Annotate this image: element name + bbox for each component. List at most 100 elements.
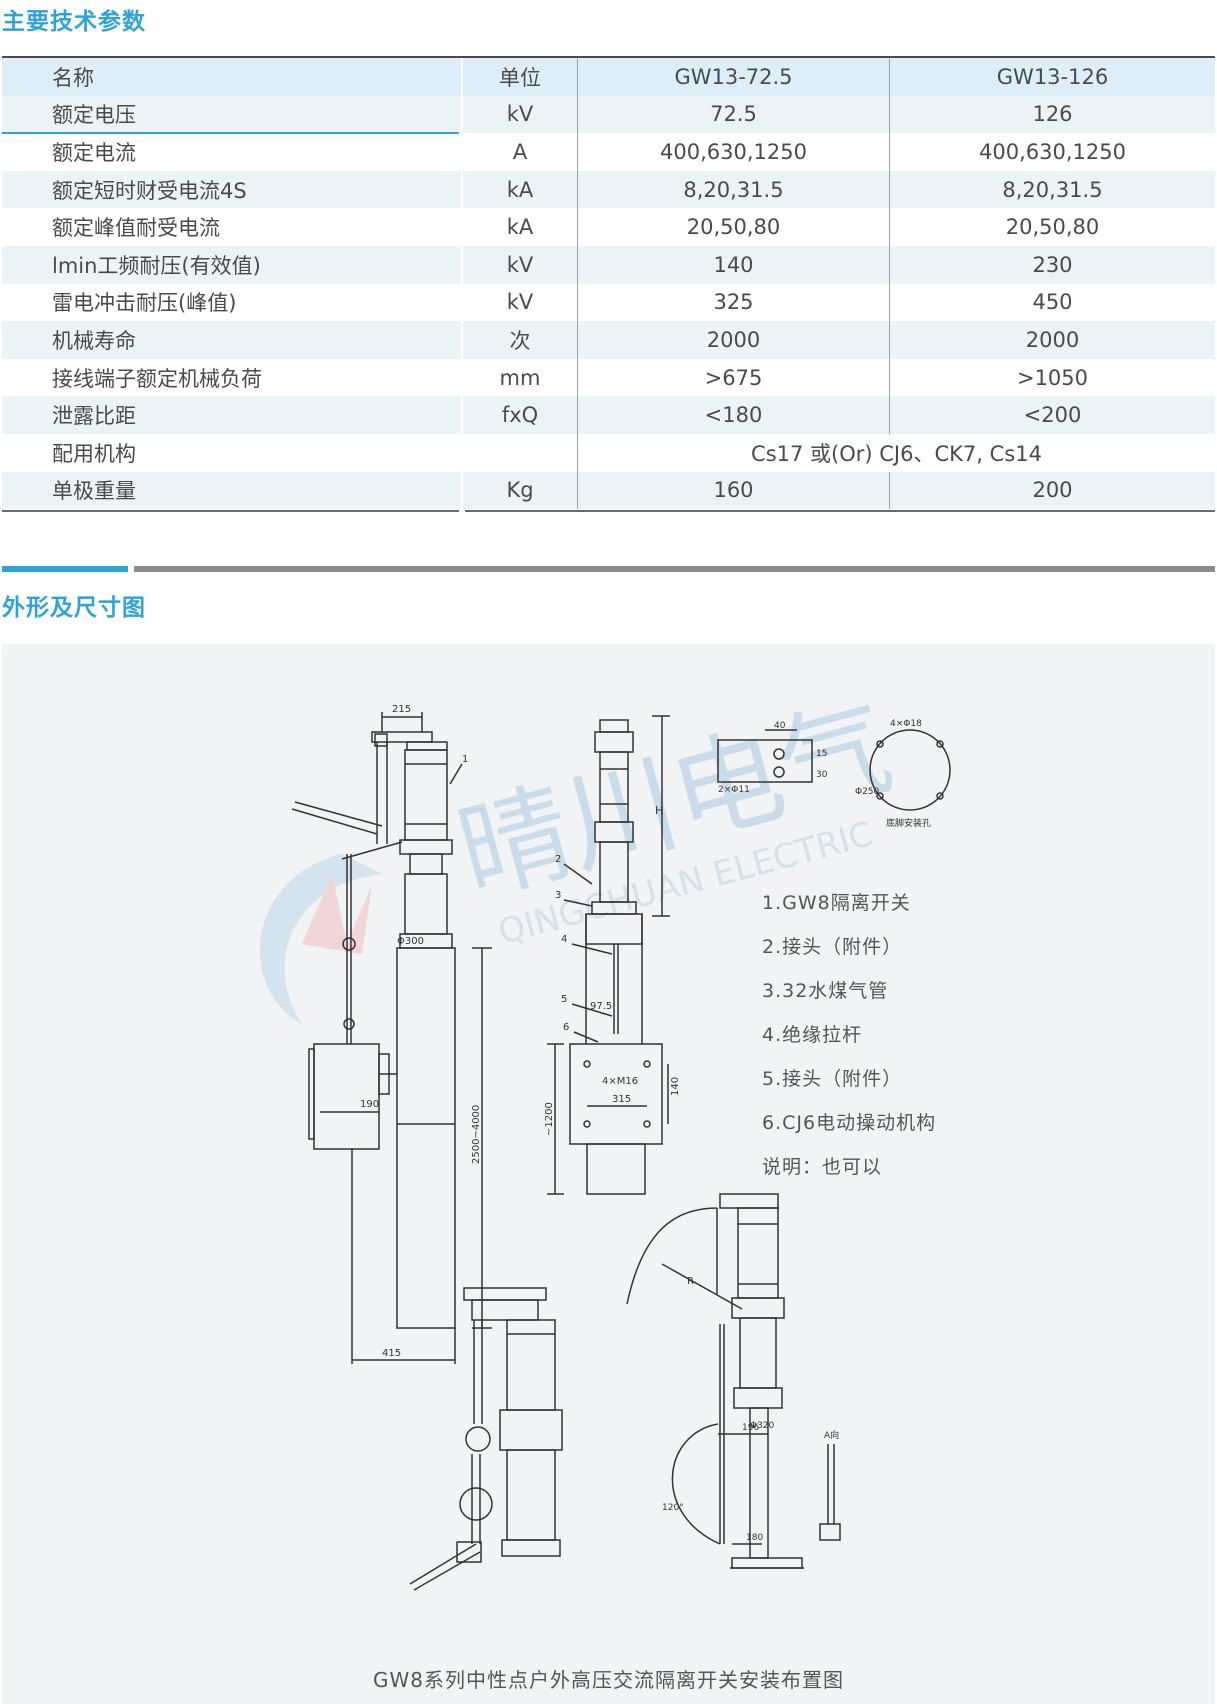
dim-phi300: Φ300 xyxy=(397,936,424,947)
detail-plate: 40 15 30 2×Φ11 xyxy=(717,721,828,795)
table-row: 机械寿命 次 2000 2000 xyxy=(2,321,1215,359)
part-number-6: 6 xyxy=(563,1022,569,1033)
row-value-1: >675 xyxy=(577,358,889,397)
drawing-bottom-left xyxy=(409,1287,563,1591)
dim-415: 415 xyxy=(382,1348,401,1359)
row-name: 额定峰值耐受电流 xyxy=(52,216,220,241)
legend-item: 1.GW8隔离开关 xyxy=(762,892,911,914)
dim-R: R xyxy=(687,1276,694,1287)
drawing-front-elevation: 215 1 Φ300 xyxy=(291,704,492,1364)
row-value-2: <200 xyxy=(889,396,1215,434)
row-value-merged: Cs17 或(Or) CJ6、CK7, Cs14 xyxy=(577,433,1215,472)
dim-15: 15 xyxy=(816,749,827,759)
part-number-3: 3 xyxy=(555,890,561,901)
base-holes-label: 底脚安装孔 xyxy=(886,817,931,829)
params-section-title: 主要技术参数 xyxy=(2,9,146,35)
dim-H: H xyxy=(655,804,663,817)
row-value-1: 20,50,80 xyxy=(577,208,889,246)
dim-196: 196 xyxy=(742,1423,759,1433)
legend-item: 3.32水煤气管 xyxy=(762,980,889,1002)
legend-item: 2.接头（附件） xyxy=(762,936,903,958)
dims-section-title: 外形及尺寸图 xyxy=(2,595,146,621)
dim-140: 140 xyxy=(670,1077,681,1096)
part-number-5: 5 xyxy=(561,994,567,1005)
row-name: 额定短时财受电流4S xyxy=(52,178,247,203)
drawing-panel: 晴川电气 QINGCHUAN ELECTRIC 215 1 xyxy=(2,644,1215,1704)
part-number-1: 1 xyxy=(462,754,468,765)
legend-item: 6.CJ6电动操动机构 xyxy=(762,1112,937,1134)
row-value-1: 160 xyxy=(577,471,889,510)
row-value-2: 126 xyxy=(889,95,1215,134)
row-value-2: 2000 xyxy=(889,321,1215,359)
section-divider xyxy=(134,566,1215,572)
dim-2xphi11: 2×Φ11 xyxy=(718,785,750,795)
row-value-2: 400,630,1250 xyxy=(889,133,1215,171)
dim-A-view: A向 xyxy=(824,1429,839,1441)
row-name: 额定电压 xyxy=(52,103,136,128)
row-unit: fxQ xyxy=(461,396,577,434)
parts-legend: 1.GW8隔离开关 2.接头（附件） 3.32水煤气管 4.绝缘拉杆 5.接头（… xyxy=(762,888,936,1196)
table-row: 接线端子额定机械负荷 mm >675 >1050 xyxy=(2,358,1215,397)
legend-item: 说明：也可以 xyxy=(762,1156,883,1178)
row-name: lmin工频耐压(有效值) xyxy=(52,253,261,278)
legend-item: 5.接头（附件） xyxy=(762,1068,903,1090)
dim-phi250: Φ250 xyxy=(855,787,880,797)
section-divider-accent xyxy=(2,566,128,572)
row-value-2: >1050 xyxy=(889,358,1215,397)
row-value-1: 140 xyxy=(577,245,889,284)
row-unit: Kg xyxy=(461,471,577,510)
row-name: 配用机构 xyxy=(52,441,136,466)
row-value-1: 8,20,31.5 xyxy=(577,170,889,209)
row-name: 额定电流 xyxy=(52,140,136,165)
row-unit xyxy=(461,433,577,472)
dim-4xphi18: 4×Φ18 xyxy=(890,719,922,729)
detail-base-holes: 4×Φ18 Φ250 底脚安装孔 xyxy=(855,719,951,829)
dim-2500-4000: 2500~4000 xyxy=(471,1105,482,1164)
row-name: 机械寿命 xyxy=(52,328,136,353)
row-unit: kA xyxy=(461,208,577,246)
dim-97-5: 97.5 xyxy=(590,1001,612,1012)
row-value-1: 72.5 xyxy=(577,95,889,134)
table-row: 额定峰值耐受电流 kA 20,50,80 20,50,80 xyxy=(2,208,1215,246)
table-row: 额定电流 A 400,630,1250 400,630,1250 xyxy=(2,133,1215,171)
part-number-4: 4 xyxy=(561,934,567,945)
table-bottom-rule xyxy=(2,510,1215,512)
row-unit: kA xyxy=(461,170,577,209)
row-name: 雷电冲击耐压(峰值) xyxy=(52,291,237,316)
row-name: 接线端子额定机械负荷 xyxy=(52,366,262,391)
row-unit: 次 xyxy=(461,321,577,359)
params-table: 名称 单位 GW13-72.5 GW13-126 额定电压 kV 72.5 12… xyxy=(2,56,1215,510)
first-row-accent-rule xyxy=(2,132,459,134)
part-number-2: 2 xyxy=(555,854,561,865)
dim-4xm16: 4×M16 xyxy=(602,1076,638,1087)
row-unit: A xyxy=(461,133,577,171)
row-value-2: 230 xyxy=(889,245,1215,284)
dim-180: 180 xyxy=(746,1533,763,1543)
dim-1200: ~1200 xyxy=(544,1102,555,1136)
row-name: 泄露比距 xyxy=(52,404,136,429)
legend-item: 4.绝缘拉杆 xyxy=(762,1024,863,1046)
table-row: 额定短时财受电流4S kA 8,20,31.5 8,20,31.5 xyxy=(2,170,1215,209)
header-unit: 单位 xyxy=(461,58,577,96)
row-value-1: 400,630,1250 xyxy=(577,133,889,171)
dim-40: 40 xyxy=(774,721,786,731)
row-value-1: 2000 xyxy=(577,321,889,359)
row-unit: mm xyxy=(461,358,577,397)
dim-315: 315 xyxy=(612,1094,631,1105)
table-row: 雷电冲击耐压(峰值) kV 325 450 xyxy=(2,283,1215,322)
header-model-2: GW13-126 xyxy=(889,58,1215,96)
row-value-1: 325 xyxy=(577,283,889,322)
row-value-2: 8,20,31.5 xyxy=(889,170,1215,209)
header-name: 名称 xyxy=(52,65,94,90)
drawing-bottom-right: R Φ320 196 120° 180 A向 xyxy=(626,1193,841,1569)
row-value-2: 20,50,80 xyxy=(889,208,1215,246)
row-name: 单极重量 xyxy=(52,479,136,504)
drawing-caption: GW8系列中性点户外高压交流隔离开关安装布置图 xyxy=(373,1668,844,1692)
table-row: 泄露比距 fxQ <180 <200 xyxy=(2,396,1215,434)
dim-215: 215 xyxy=(392,704,411,715)
dim-30: 30 xyxy=(816,770,828,780)
drawing-side-elevation: H 2 3 4 5 6 97.5 4×M16 315 140 ~120 xyxy=(544,715,681,1195)
table-row: lmin工频耐压(有效值) kV 140 230 xyxy=(2,245,1215,284)
table-row: 额定电压 kV 72.5 126 xyxy=(2,95,1215,134)
row-value-2: 200 xyxy=(889,471,1215,510)
